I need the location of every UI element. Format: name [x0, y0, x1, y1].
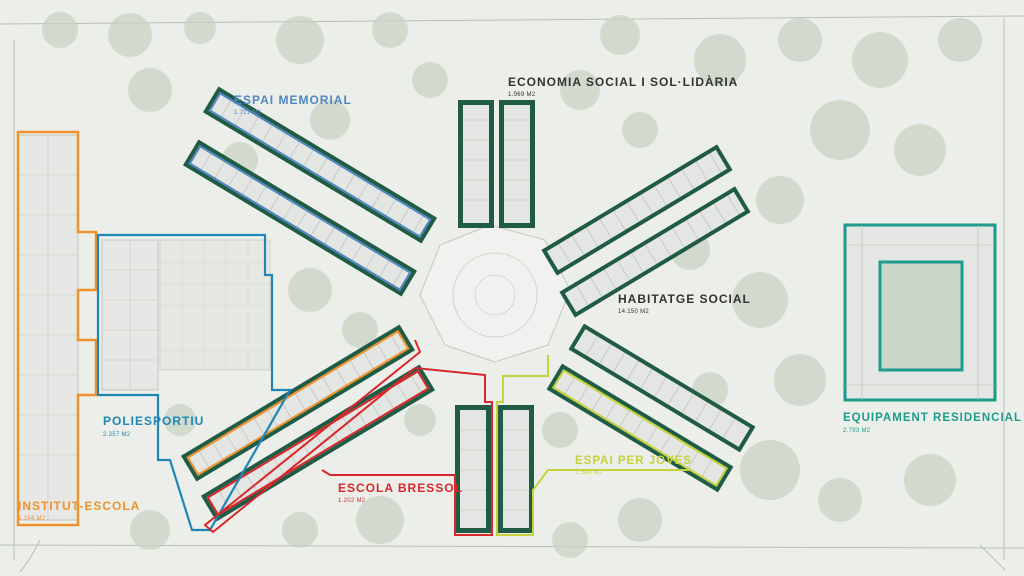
joves-area: 1.580 M2	[575, 470, 603, 476]
southeast-arm-1	[568, 323, 756, 453]
bressol-label: ESCOLA BRESSOL	[338, 481, 463, 495]
joves-label: ESPAI PER JOVES	[575, 455, 692, 467]
economia-area: 1.969 M2	[508, 92, 536, 98]
equipament-residencial-building	[843, 223, 997, 402]
habitatge-area: 14.150 M2	[618, 309, 649, 315]
habitatge-label: HABITATGE SOCIAL	[618, 292, 751, 306]
bressol-area: 1.202 M2	[338, 498, 366, 504]
poliesportiu-label: POLIESPORTIU	[103, 414, 204, 428]
habitatge-arm-2	[559, 186, 751, 318]
espai-per-joves-outline	[496, 355, 690, 536]
institut-area: 6.194 M2	[18, 516, 46, 522]
zone-labels: ECONOMIA SOCIAL I SOL·LIDÀRIA 1.969 M2 E…	[18, 74, 1022, 522]
escola-bressol-outline	[203, 339, 493, 536]
poliesportiu-building	[96, 233, 292, 532]
institut-escola-building	[16, 130, 98, 527]
habitatge-arm-1	[541, 144, 733, 276]
southeast-arm-2	[546, 363, 734, 493]
vegetation	[42, 12, 982, 558]
memorial-arm-1	[202, 86, 438, 244]
memorial-label: ESPAI MEMORIAL	[234, 93, 352, 107]
economia-label: ECONOMIA SOCIAL I SOL·LIDÀRIA	[508, 74, 738, 89]
street-lines	[0, 15, 1024, 573]
residencial-area: 2.793 M2	[843, 428, 871, 434]
sports-field	[159, 239, 271, 371]
memorial-area: 1.721 M2	[234, 110, 262, 116]
residencial-label: EQUIPAMENT RESIDENCIAL	[843, 412, 1022, 424]
poliesportiu-area: 2.357 M2	[103, 432, 131, 438]
institut-label: INSTITUT-ESCOLA	[18, 499, 140, 513]
south-buildings	[455, 405, 534, 533]
economia-buildings	[458, 100, 535, 228]
southwest-arm-1	[180, 324, 416, 482]
memorial-arm-2	[182, 139, 418, 297]
